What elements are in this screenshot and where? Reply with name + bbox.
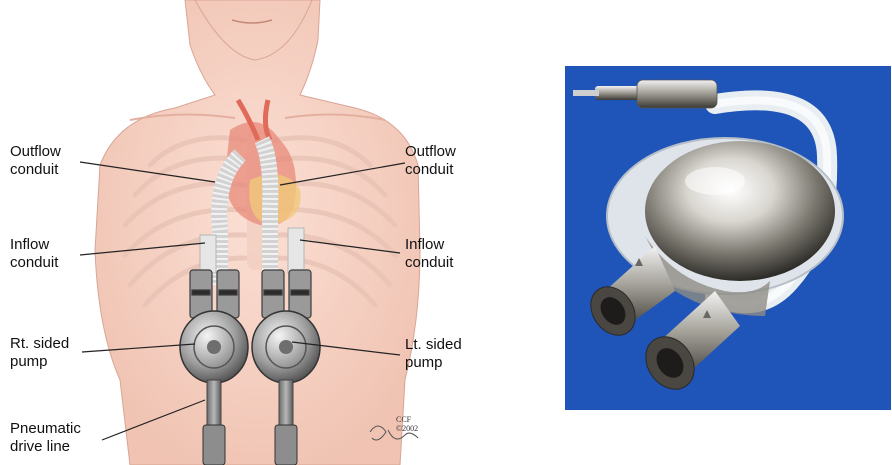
inflow-stub-right [200, 235, 216, 273]
left-sided-pump-graphic [252, 311, 320, 383]
device-photo [565, 66, 891, 410]
outflow-conduit-left-side [262, 140, 270, 285]
inflow-stub-left [288, 228, 304, 273]
copyright-credit: CCF©2002 [396, 415, 418, 433]
right-sided-pump-graphic [180, 311, 248, 383]
